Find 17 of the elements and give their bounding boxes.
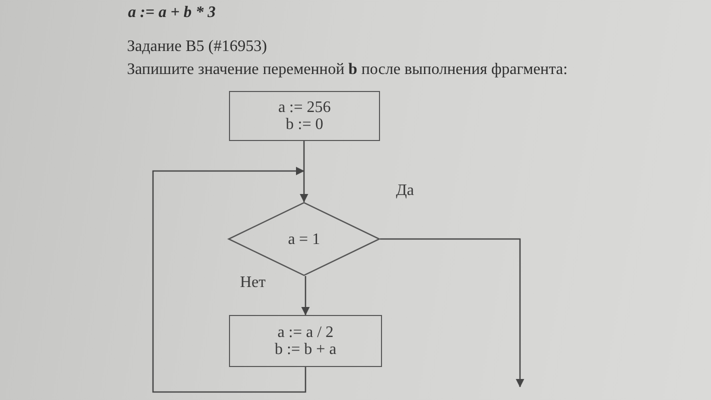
flow-arrow bbox=[300, 141, 308, 202]
process-box bbox=[229, 91, 380, 141]
task-text: Запишите значение переменной b после выполнения фрагмента: bbox=[127, 61, 568, 79]
flow-arrow bbox=[152, 166, 306, 393]
decision-diamond bbox=[228, 202, 380, 276]
statement-text: b := 0 bbox=[286, 116, 324, 133]
process-box bbox=[229, 315, 382, 367]
statement-text: a := a / 2 bbox=[277, 324, 334, 341]
task-heading: Задание В5 (#16953) bbox=[127, 38, 267, 56]
edge-label: Да bbox=[395, 182, 416, 199]
flow-arrow bbox=[301, 276, 310, 316]
statement-text: a := 256 bbox=[278, 99, 331, 116]
flow-arrow bbox=[380, 238, 524, 388]
formula-text: a := a + b * 3 bbox=[128, 4, 216, 22]
statement-text: b := b + a bbox=[274, 341, 336, 358]
edge-label: Нет bbox=[239, 274, 267, 291]
condition-text: a = 1 bbox=[288, 230, 320, 248]
